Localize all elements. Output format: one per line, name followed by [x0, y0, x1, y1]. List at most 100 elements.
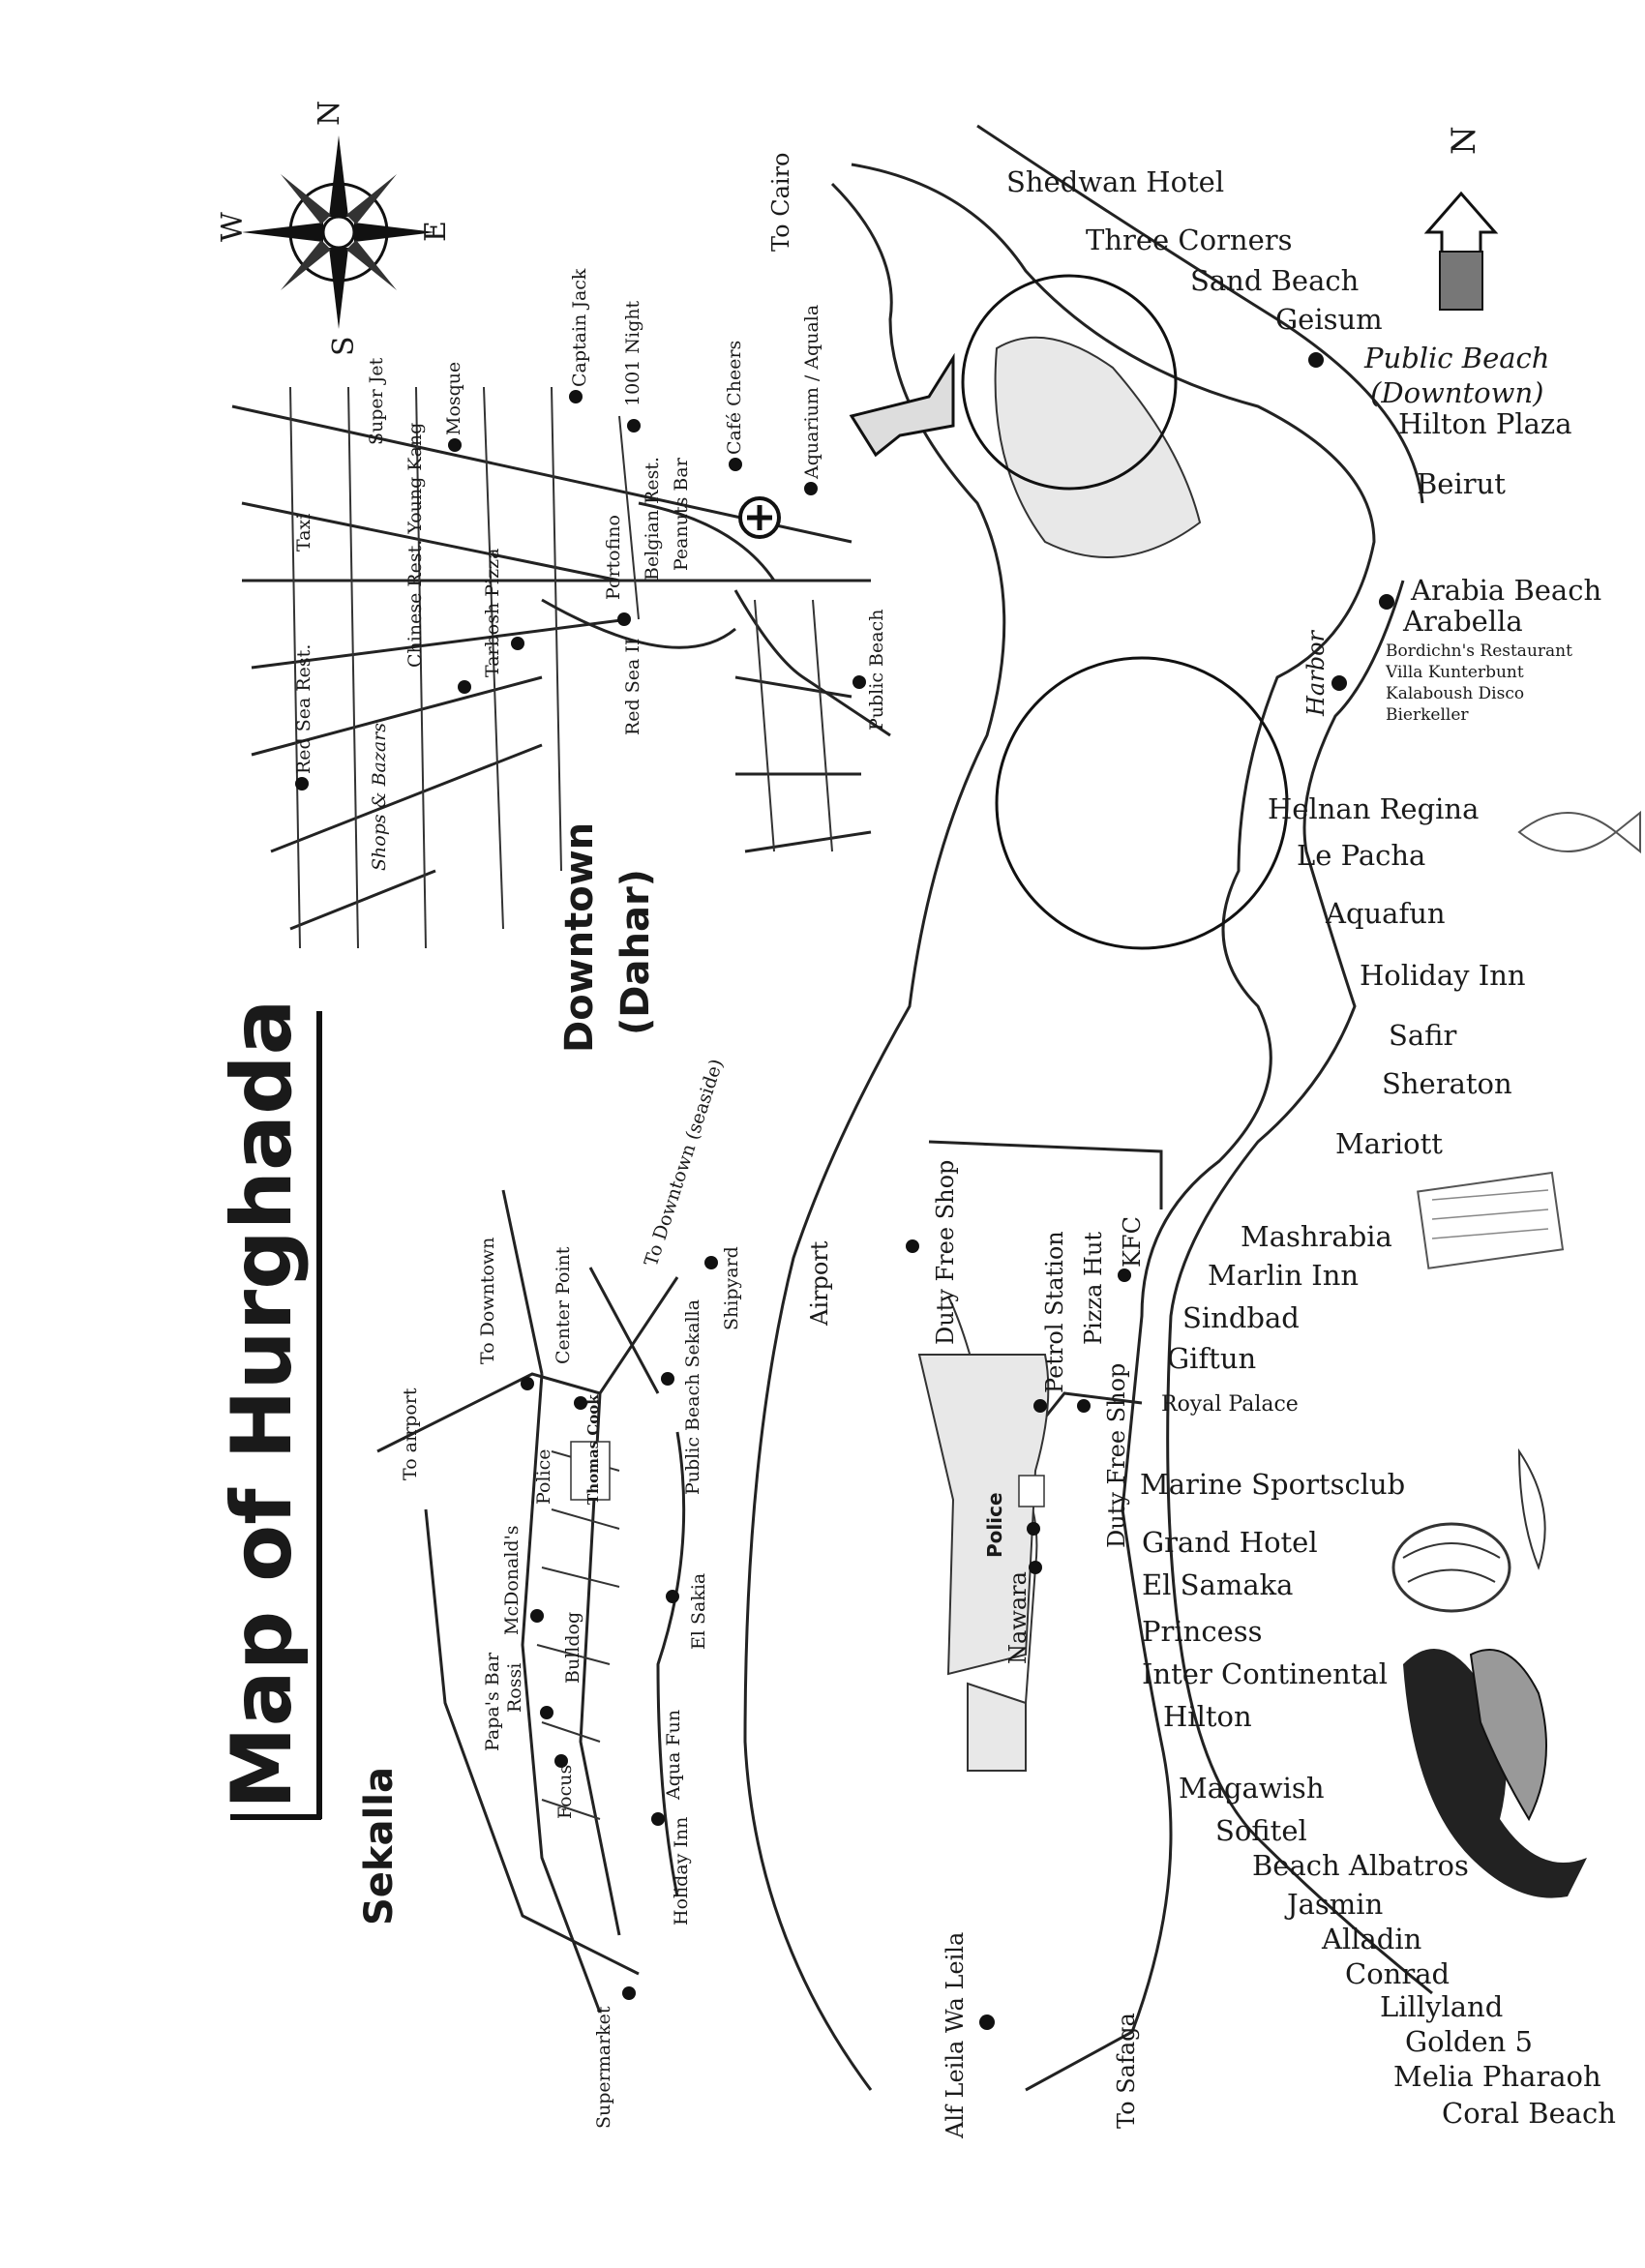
svg-text:To airport: To airport	[400, 1388, 421, 1480]
shaded-areas	[917, 336, 1202, 1772]
svg-text:Marlin Inn: Marlin Inn	[1208, 1259, 1359, 1292]
district-sekalla: Sekalla	[357, 1767, 402, 1925]
district-dahar: (Dahar)	[613, 869, 658, 1035]
svg-text:Bordichn's Restaurant: Bordichn's Restaurant	[1386, 642, 1572, 661]
svg-text:Helnan Regina: Helnan Regina	[1268, 792, 1479, 825]
svg-text:Public Beach: Public Beach	[866, 610, 887, 731]
svg-text:Super Jet: Super Jet	[366, 357, 387, 445]
svg-text:Le Pacha: Le Pacha	[1297, 839, 1425, 872]
svg-text:Inter Continental: Inter Continental	[1142, 1657, 1388, 1690]
svg-text:Aqua Fun: Aqua Fun	[663, 1710, 684, 1801]
map-sketch-illustration	[1417, 1171, 1565, 1269]
svg-text:Shops & Bazars: Shops & Bazars	[369, 723, 390, 871]
svg-text:Beach Albatros: Beach Albatros	[1252, 1849, 1469, 1882]
svg-text:Royal Palace: Royal Palace	[1161, 1392, 1299, 1417]
svg-text:Downtown: Downtown	[557, 822, 602, 1053]
svg-text:Arabia Beach: Arabia Beach	[1410, 574, 1601, 607]
svg-text:Hilton Plaza: Hilton Plaza	[1398, 407, 1572, 440]
svg-text:Red Sea Rest.: Red Sea Rest.	[293, 644, 314, 774]
svg-text:Coral Beach: Coral Beach	[1442, 2097, 1616, 2130]
svg-text:Shipyard: Shipyard	[721, 1246, 742, 1330]
district-downtown: Downtown	[557, 822, 602, 1053]
svg-text:(Dahar): (Dahar)	[613, 869, 658, 1035]
svg-text:Chinese Rest. Young Kang: Chinese Rest. Young Kang	[404, 423, 426, 668]
svg-text:Captain Jack: Captain Jack	[569, 268, 590, 387]
svg-text:Three Corners: Three Corners	[1086, 224, 1293, 256]
svg-text:Nawara: Nawara	[1004, 1571, 1032, 1664]
svg-text:Papa's Bar: Papa's Bar	[482, 1652, 503, 1751]
svg-text:Rossi: Rossi	[504, 1663, 525, 1713]
svg-text:Kalaboush Disco: Kalaboush Disco	[1386, 684, 1524, 703]
svg-text:Grand Hotel: Grand Hotel	[1142, 1526, 1318, 1559]
svg-text:(Downtown): (Downtown)	[1370, 376, 1543, 409]
svg-text:Mariott: Mariott	[1335, 1127, 1443, 1160]
zoom-circle-south	[995, 656, 1289, 950]
pointer-arrow	[849, 352, 955, 458]
svg-text:E: E	[419, 221, 453, 242]
svg-text:Magawish: Magawish	[1179, 1772, 1325, 1805]
svg-text:Sekalla: Sekalla	[357, 1767, 402, 1925]
svg-text:N: N	[313, 101, 346, 126]
downtown-streets	[231, 386, 891, 949]
shell-illustration	[1391, 1447, 1546, 1613]
svg-text:Public Beach: Public Beach	[1363, 342, 1549, 374]
svg-text:Jasmin: Jasmin	[1284, 1888, 1383, 1921]
svg-text:Police: Police	[983, 1492, 1006, 1558]
coast-pois	[906, 352, 1394, 2030]
hotel-labels: Shedwan Hotel Three Corners Sand Beach G…	[1006, 165, 1616, 2130]
svg-text:Alf Leila Wa Leila: Alf Leila Wa Leila	[942, 1932, 969, 2139]
svg-text:Tarbosh Pizza: Tarbosh Pizza	[482, 549, 503, 677]
zoom-circle-north	[961, 274, 1178, 491]
svg-text:Duty Free Shop: Duty Free Shop	[932, 1160, 959, 1345]
svg-text:Aquafun: Aquafun	[1325, 897, 1446, 930]
route-labels: Airport Duty Free Shop Petrol Station Pi…	[806, 629, 1330, 2139]
svg-text:To Downtown (seaside): To Downtown (seaside)	[641, 1057, 728, 1269]
svg-text:Lillyland: Lillyland	[1380, 1990, 1503, 2023]
svg-text:Public Beach Sekalla: Public Beach Sekalla	[682, 1299, 703, 1495]
svg-text:Harbor: Harbor	[1302, 629, 1330, 717]
svg-text:Holiday Inn: Holiday Inn	[1360, 959, 1526, 992]
svg-text:N: N	[1445, 126, 1483, 155]
svg-text:Melia Pharaoh: Melia Pharaoh	[1393, 2060, 1601, 2093]
svg-text:Alladin: Alladin	[1321, 1923, 1421, 1955]
downtown-labels: Red Sea Rest. Shops & Bazars Chinese Res…	[293, 153, 887, 872]
svg-text:Peanuts Bar: Peanuts Bar	[671, 457, 692, 571]
downtown-pois	[295, 390, 866, 791]
svg-text:Aquarium / Aquala: Aquarium / Aquala	[801, 305, 822, 480]
coast-roads	[743, 124, 1433, 2092]
svg-text:El Sakia: El Sakia	[688, 1573, 709, 1650]
sekalla-streets	[376, 1189, 686, 2014]
svg-text:Shedwan Hotel: Shedwan Hotel	[1006, 165, 1224, 198]
svg-text:KFC: KFC	[1119, 1216, 1146, 1268]
svg-text:Sindbad: Sindbad	[1182, 1301, 1300, 1334]
svg-text:Safir: Safir	[1389, 1019, 1456, 1052]
svg-text:Focus: Focus	[554, 1765, 576, 1819]
sekalla-pois	[521, 1256, 718, 2000]
svg-text:Marine Sportsclub: Marine Sportsclub	[1140, 1468, 1405, 1501]
svg-text:Police: Police	[533, 1449, 554, 1506]
svg-text:Taxi: Taxi	[293, 514, 314, 552]
svg-text:Belgian Rest.: Belgian Rest.	[642, 457, 663, 581]
svg-text:McDonald's: McDonald's	[501, 1525, 523, 1635]
svg-text:To Cairo: To Cairo	[767, 153, 794, 253]
svg-text:El Samaka: El Samaka	[1142, 1568, 1293, 1601]
svg-text:Duty Free Shop: Duty Free Shop	[1103, 1363, 1130, 1548]
svg-text:Geisum: Geisum	[1275, 303, 1383, 336]
svg-text:Airport: Airport	[806, 1240, 833, 1327]
svg-text:Sofitel: Sofitel	[1215, 1814, 1307, 1847]
svg-text:Beirut: Beirut	[1417, 467, 1506, 500]
fish-illustration	[1517, 810, 1641, 854]
svg-text:To Downtown: To Downtown	[477, 1238, 498, 1364]
svg-text:Red Sea II: Red Sea II	[622, 639, 643, 735]
svg-text:Conrad: Conrad	[1345, 1957, 1450, 1990]
sekalla-labels: To airport To Downtown Center Point Poli…	[400, 1057, 742, 2129]
svg-text:S: S	[327, 336, 361, 356]
svg-text:Pizza Hut: Pizza Hut	[1080, 1232, 1107, 1345]
svg-text:Holiday Inn: Holiday Inn	[671, 1817, 692, 1925]
svg-text:Sand Beach: Sand Beach	[1190, 264, 1359, 297]
svg-text:Giftun: Giftun	[1167, 1342, 1256, 1375]
dolphin-illustration	[1403, 1649, 1587, 1898]
map-title: Map of Hurghada	[214, 999, 311, 1809]
svg-text:Arabella: Arabella	[1402, 605, 1523, 638]
